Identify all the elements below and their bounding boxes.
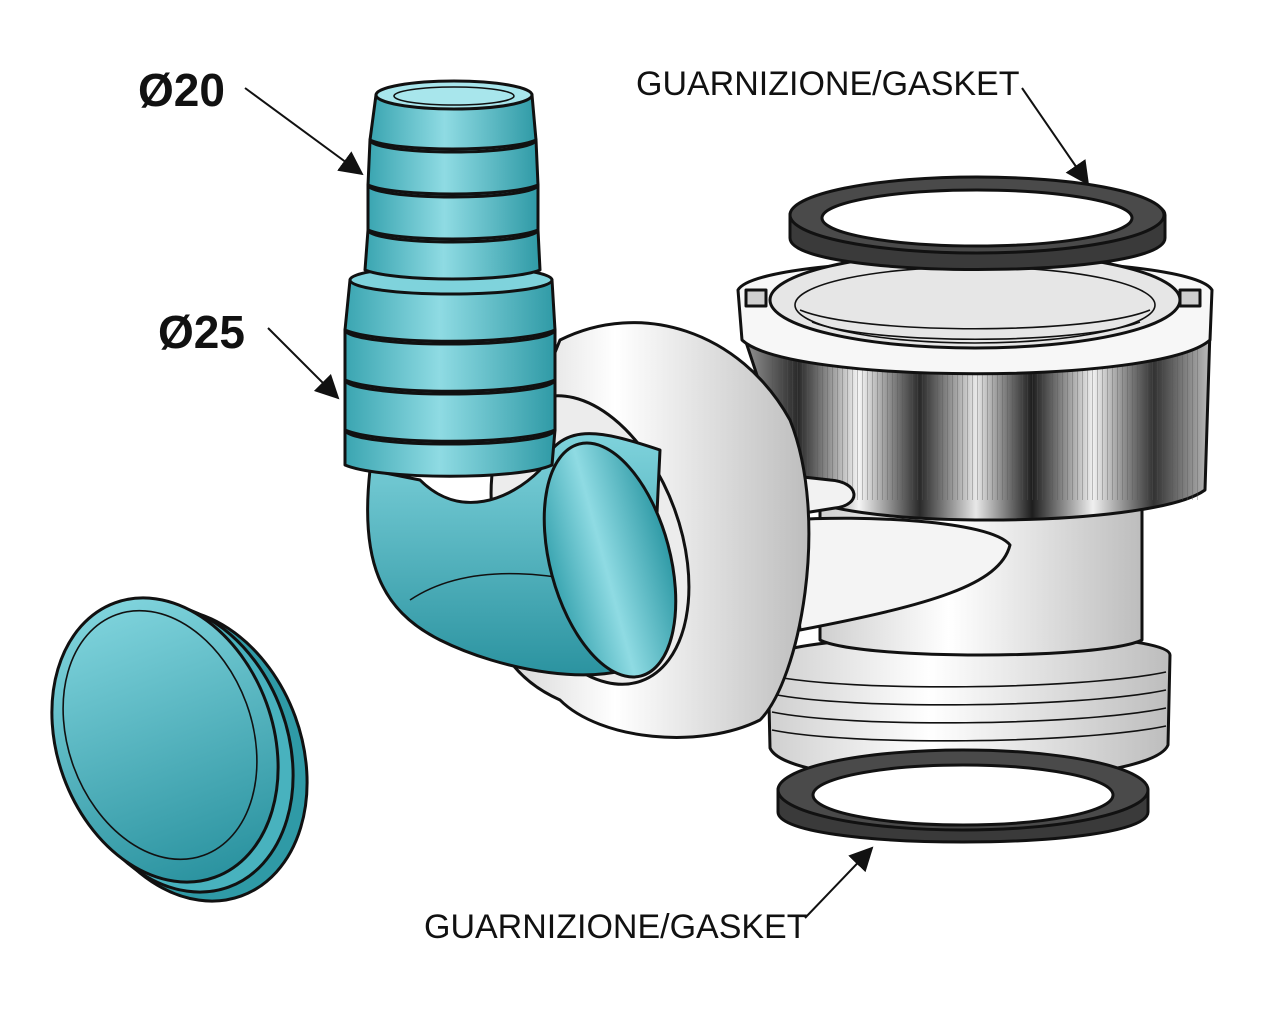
- hose-barb-20: [363, 79, 542, 281]
- label-diameter-20: Ø20: [138, 64, 225, 116]
- leader-lines: [244, 87, 1090, 919]
- hose-barb-25: [343, 264, 557, 478]
- leader-gasket-bottom: [804, 846, 874, 919]
- label-gasket-bottom: GUARNIZIONE/GASKET: [424, 908, 808, 946]
- leader-d20: [244, 87, 364, 176]
- bottom-gasket: [776, 748, 1150, 844]
- top-gasket: [788, 175, 1167, 271]
- elbow-fitting: [343, 79, 811, 739]
- side-nozzle: [788, 516, 1012, 632]
- label-gasket-top: GUARNIZIONE/GASKET: [636, 65, 1020, 103]
- leader-gasket-top: [1021, 87, 1090, 186]
- label-diameter-25: Ø25: [158, 306, 245, 358]
- union-body: [732, 250, 1214, 783]
- end-cap: [50, 596, 309, 903]
- thread-lines: [771, 671, 1167, 742]
- leader-d25: [267, 327, 340, 400]
- barb-opening: [374, 79, 534, 111]
